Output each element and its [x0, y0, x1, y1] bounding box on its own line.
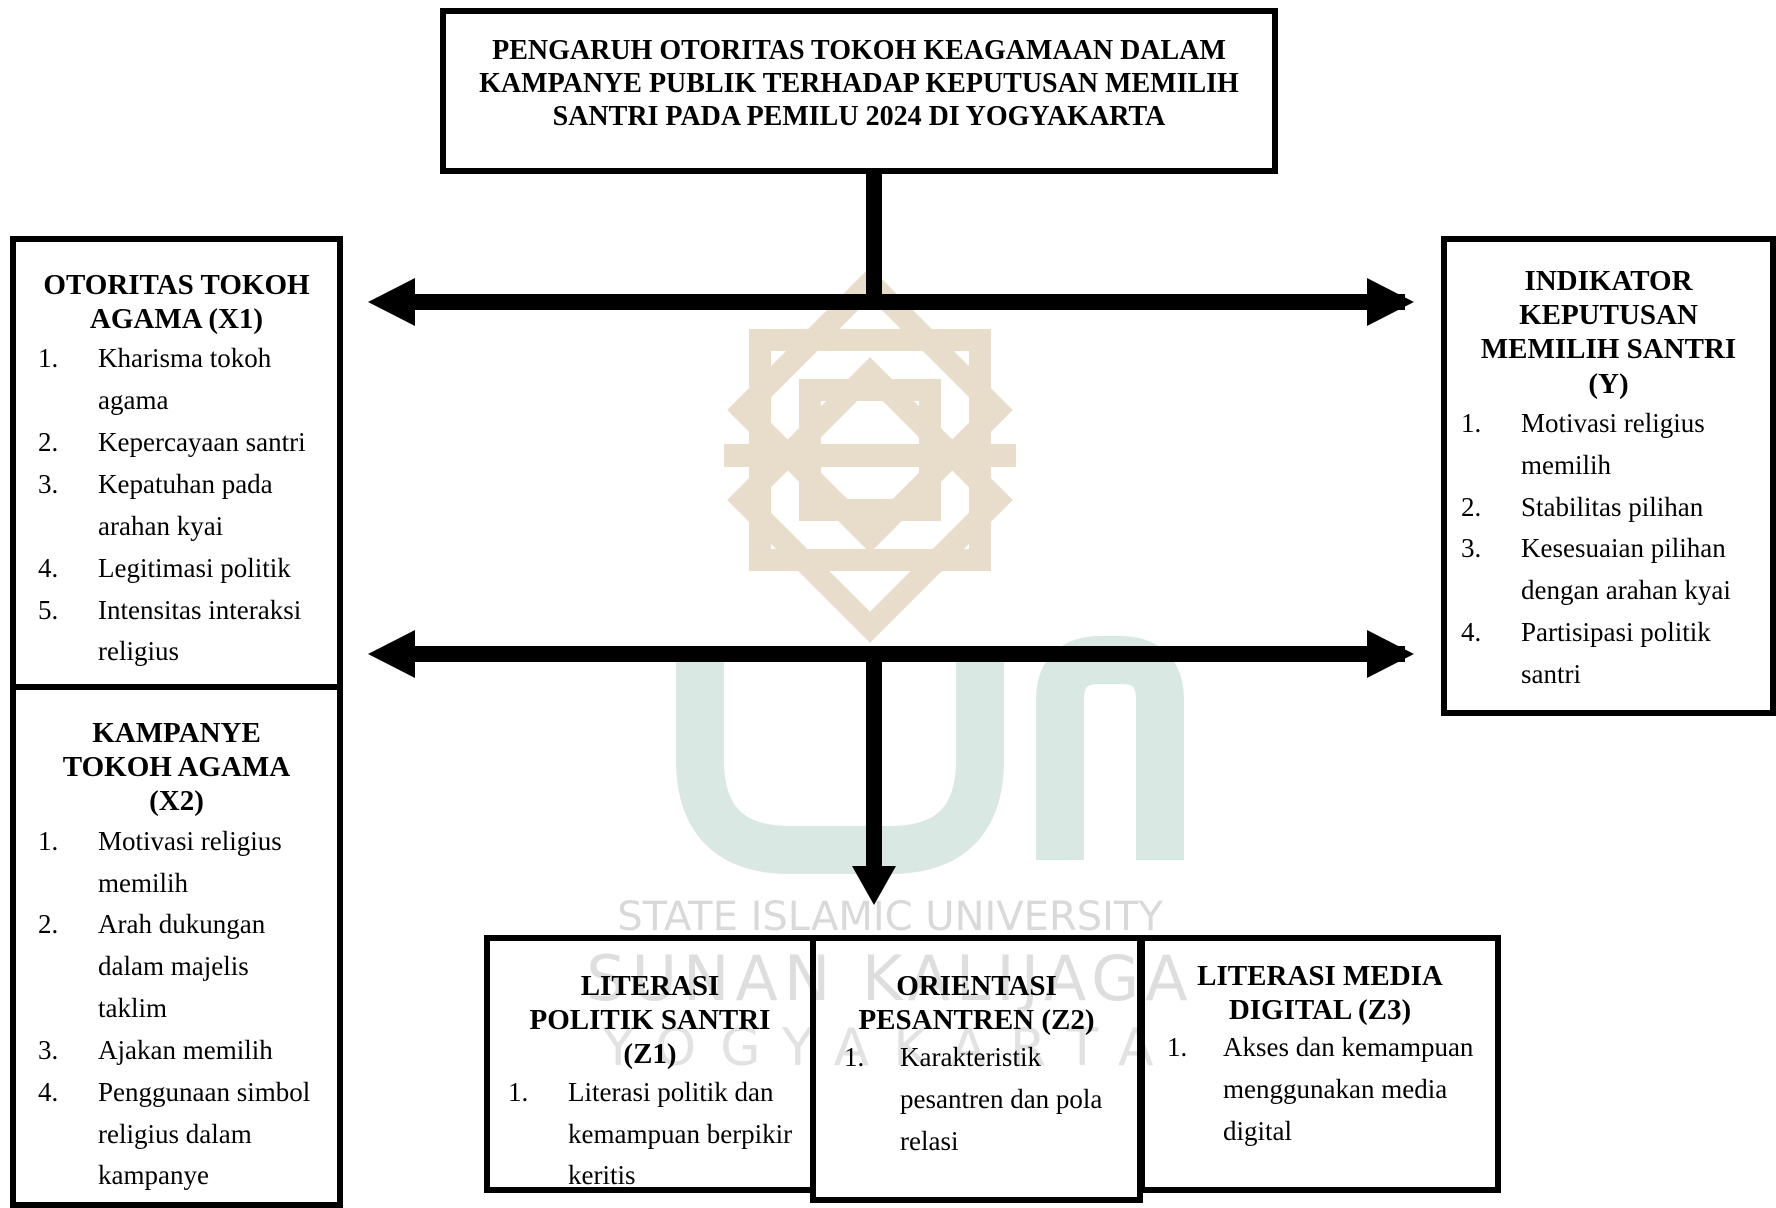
list-item: 3.Kepatuhan pada arahan kyai [38, 468, 273, 541]
list-item: 4.Partisipasi politik santri [1461, 617, 1711, 689]
x1-title: OTORITAS TOKOH AGAMA (X1) [43, 269, 310, 336]
x2-box: KAMPANYE TOKOH AGAMA (X2) 1.Motivasi rel… [10, 684, 343, 1208]
x1-box: OTORITAS TOKOH AGAMA (X1) 1.Kharisma tok… [10, 236, 343, 690]
list-item: 1.Kharisma tokoh agama [38, 343, 272, 416]
interlace-logo-mark [724, 267, 1016, 643]
z1-title: LITERASI POLITIK SANTRI (Z1) [529, 970, 771, 1071]
list-item: 2.Kepercayaan santri [38, 427, 306, 458]
list-item: 1.Literasi politik dan kemampuan berpiki… [508, 1076, 793, 1191]
z1-box: LITERASI POLITIK SANTRI (Z1) 1.Literasi … [484, 935, 816, 1193]
z3-title: LITERASI MEDIA DIGITAL (Z3) [1197, 960, 1443, 1027]
z3-box: LITERASI MEDIA DIGITAL (Z3) 1.Akses dan … [1139, 935, 1501, 1193]
z2-box: ORIENTASI PESANTREN (Z2) 1.Karakteristik… [810, 935, 1143, 1203]
list-item: 4.Legitimasi politik [38, 552, 291, 583]
watermark-line-2: SUNAN KALIJAGA [586, 942, 1193, 1015]
list-item: 3.Ajakan memilih [38, 1034, 273, 1065]
list-item: 5.Intensitas interaksi religius [38, 594, 302, 667]
z1-indicator-list: 1.Literasi politik dan kemampuan berpiki… [490, 1072, 810, 1198]
list-item: 1.Motivasi religius memilih [38, 825, 282, 898]
watermark-line-1: STATE ISLAMIC UNIVERSITY [617, 894, 1163, 940]
list-item: 3.Kesesuaian pilihan dengan arahan kyai [1461, 533, 1731, 606]
y-box: INDIKATOR KEPUTUSAN MEMILIH SANTRI (Y) 1… [1441, 236, 1776, 716]
x2-title: KAMPANYE TOKOH AGAMA (X2) [62, 717, 291, 818]
x2-indicator-list: 1.Motivasi religius memilih 2.Arah dukun… [16, 821, 337, 1198]
list-item: 2.Stabilitas pilihan [1461, 491, 1704, 522]
list-item: 1.Motivasi religius memilih [1461, 407, 1705, 480]
z2-title: ORIENTASI PESANTREN (Z2) [858, 970, 1095, 1037]
z3-indicator-list: 1.Akses dan kemampuan menggunakan media … [1145, 1027, 1495, 1153]
title-box: PENGARUH OTORITAS TOKOH KEAGAMAAN DALAM … [440, 8, 1278, 174]
list-item: 1.Karakteristik pesantren dan pola relas… [844, 1042, 1103, 1157]
list-item: 2.Arah dukungan dalam majelis taklim [38, 909, 266, 1024]
y-indicator-list: 1.Motivasi religius memilih 2.Stabilitas… [1447, 403, 1770, 696]
x1-indicator-list: 1.Kharisma tokoh agama 2.Kepercayaan san… [16, 338, 337, 673]
list-item: 1.Akses dan kemampuan menggunakan media … [1167, 1032, 1474, 1147]
z2-indicator-list: 1.Karakteristik pesantren dan pola relas… [816, 1037, 1137, 1163]
u-logo-mark [676, 636, 1184, 874]
list-item: 4.Penggunaan simbol religius dalam kampa… [38, 1076, 311, 1191]
diagram-title: PENGARUH OTORITAS TOKOH KEAGAMAAN DALAM … [479, 35, 1239, 133]
y-title: INDIKATOR KEPUTUSAN MEMILIH SANTRI (Y) [1480, 265, 1737, 400]
watermark-line-3: YOGYAKARTA [601, 1018, 1177, 1078]
